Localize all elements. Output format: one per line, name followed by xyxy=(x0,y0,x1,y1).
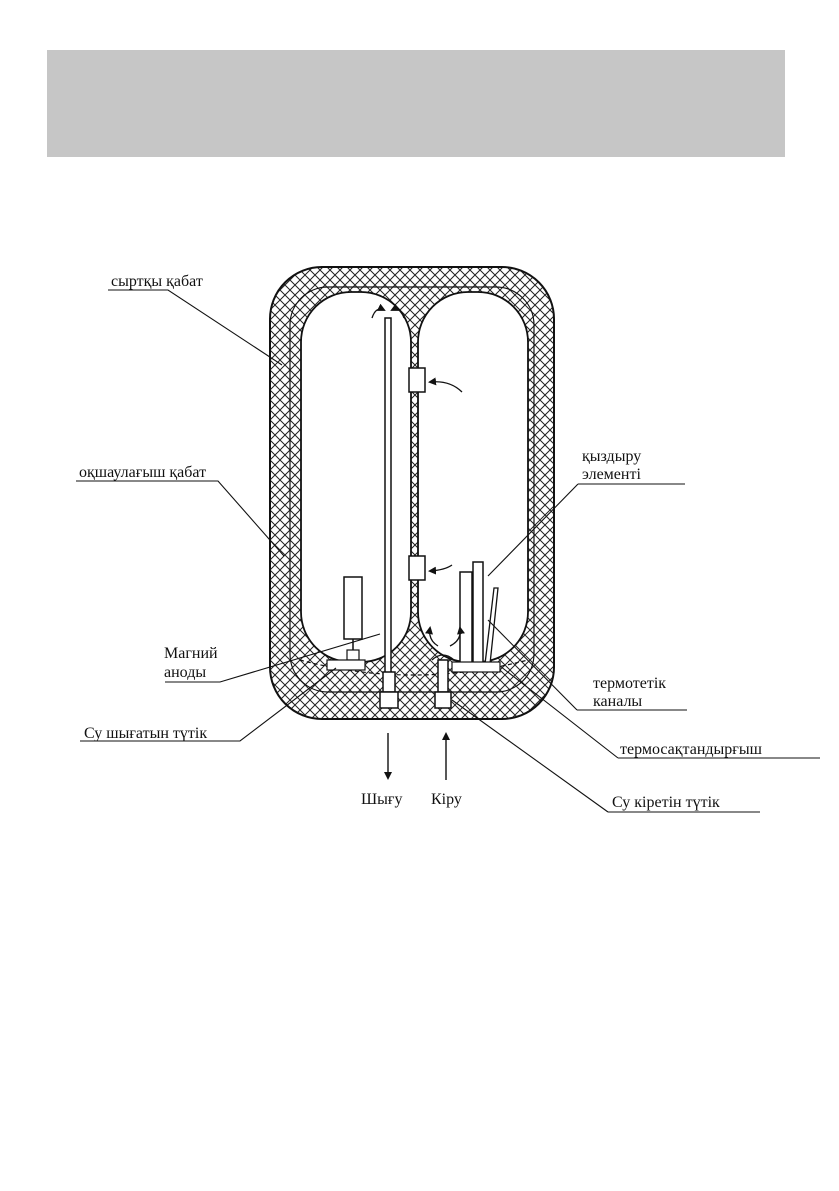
label-thermal-fuse: термосақтандырғыш xyxy=(620,741,763,758)
label-inflow: Кіру xyxy=(431,791,462,808)
lower-connector xyxy=(408,555,426,581)
label-magnesium-anode-2: аноды xyxy=(164,664,206,681)
label-inlet-pipe: Су кіретін түтік xyxy=(612,794,720,811)
flow-arrows xyxy=(371,303,465,647)
heating-element xyxy=(451,561,501,673)
label-outlet-pipe: Су шығатын түтік xyxy=(84,725,207,742)
upper-connector xyxy=(408,367,426,393)
label-thermostat-channel-1: термотетік xyxy=(593,675,666,692)
label-thermostat-channel-2: каналы xyxy=(593,693,642,710)
label-outer-layer: сыртқы қабат xyxy=(111,273,203,290)
external-flow-arrows xyxy=(384,732,450,780)
label-insulation-layer: оқшаулағыш қабат xyxy=(79,464,206,481)
label-heating-element-1: қыздыру xyxy=(582,448,641,465)
label-magnesium-anode-1: Магний xyxy=(164,645,218,662)
leader-lines xyxy=(76,289,820,813)
label-outflow: Шығу xyxy=(361,791,402,808)
label-heating-element-2: элементі xyxy=(582,466,641,483)
inlet-pipe-tube xyxy=(431,654,455,709)
header-band xyxy=(47,50,785,157)
outlet-pipe-tube xyxy=(379,317,399,709)
magnesium-anode xyxy=(326,576,366,671)
